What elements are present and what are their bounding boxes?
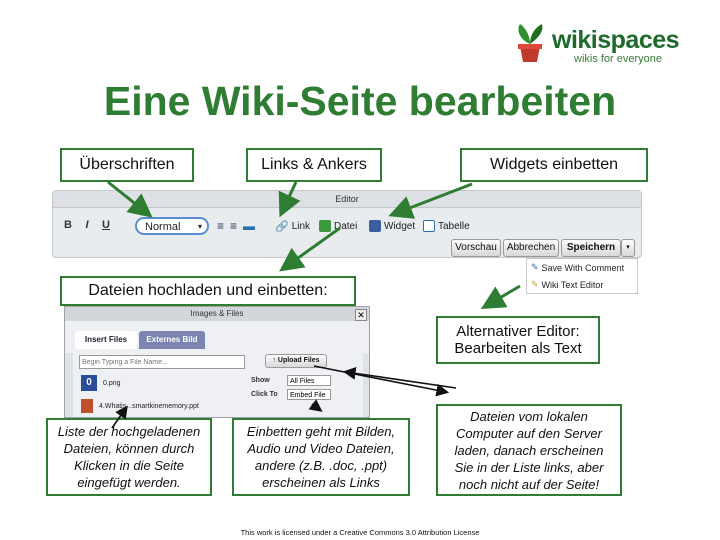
file-name: 0.png bbox=[103, 379, 121, 387]
arrow-note-upload-1 bbox=[342, 367, 457, 389]
format-select[interactable]: Normal ▾ bbox=[135, 217, 209, 235]
save-menu-toggle[interactable]: ▾ bbox=[621, 239, 635, 257]
numbered-list-icon[interactable]: ≡ bbox=[230, 219, 238, 233]
arrow-widgets bbox=[388, 182, 473, 219]
arrow-files bbox=[279, 226, 341, 272]
list-item[interactable]: 4.Whatis...smartkinememory.ppt bbox=[81, 399, 199, 413]
underline-button[interactable]: U bbox=[102, 219, 110, 231]
tab-external-image[interactable]: Externes Bild bbox=[139, 331, 205, 349]
arrow-links bbox=[278, 181, 301, 218]
chevron-down-icon: ▾ bbox=[197, 222, 202, 231]
file-list: 0 0.png 4.Whatis...smartkinememory.ppt bbox=[79, 371, 239, 415]
format-select-value: Normal bbox=[145, 221, 181, 233]
note-upload: Dateien vom lokalen Computer auf den Ser… bbox=[436, 404, 622, 496]
text-editor-icon: ✎ bbox=[531, 279, 539, 289]
editor-toolbar: Editor B I U Normal ▾ ≡ ≡ ▬ 🔗 Link Datei… bbox=[52, 190, 642, 258]
preview-button[interactable]: Vorschau bbox=[451, 239, 501, 257]
save-dropdown-menu: ✎ Save With Comment ✎ Wiki Text Editor bbox=[526, 258, 638, 294]
show-label: Show bbox=[251, 377, 270, 384]
show-select[interactable]: All Files bbox=[287, 375, 331, 386]
table-button-label: Tabelle bbox=[438, 220, 470, 232]
tv-widget-icon bbox=[369, 220, 381, 232]
wikispaces-logo bbox=[512, 20, 702, 68]
bold-button[interactable]: B bbox=[64, 219, 72, 231]
widget-button[interactable]: Widget bbox=[369, 220, 415, 232]
save-with-comment-label: Save With Comment bbox=[541, 262, 625, 273]
table-button[interactable]: Tabelle bbox=[423, 220, 470, 232]
close-icon[interactable]: ✕ bbox=[355, 309, 367, 321]
file-name: 4.Whatis...smartkinememory.ppt bbox=[99, 402, 199, 410]
wiki-text-editor-item[interactable]: ✎ Wiki Text Editor bbox=[531, 279, 603, 290]
link-button-label: Link bbox=[291, 221, 311, 232]
table-icon bbox=[423, 220, 435, 232]
paperclip-link-icon: 🔗 bbox=[275, 221, 289, 233]
save-button[interactable]: Speichern bbox=[561, 239, 621, 257]
comment-icon: ✎ bbox=[531, 262, 539, 272]
arrow-note-embed bbox=[308, 399, 323, 412]
callout-files: Dateien hochladen und einbetten: bbox=[60, 276, 356, 306]
powerpoint-file-icon bbox=[81, 399, 93, 413]
image-file-icon bbox=[319, 220, 331, 232]
editor-title: Editor bbox=[53, 191, 641, 208]
callout-alt-editor: Alternativer Editor: Bearbeiten als Text bbox=[436, 316, 600, 364]
note-embed: Einbetten geht mit Bilden, Audio und Vid… bbox=[232, 418, 410, 496]
licence-footer: This work is licensed under a Creative C… bbox=[240, 528, 480, 537]
horizontal-rule-icon[interactable]: ▬ bbox=[243, 219, 256, 233]
italic-button[interactable]: I bbox=[85, 219, 89, 231]
callout-widgets: Widgets einbetten bbox=[460, 148, 648, 182]
logo-wordmark: wikispaces bbox=[552, 26, 680, 54]
logo-tagline: wikis for everyone bbox=[574, 53, 663, 65]
list-item[interactable]: 0 0.png bbox=[81, 375, 121, 391]
upload-arrow-icon: ↑ bbox=[272, 357, 278, 364]
note-file-list: Liste der hochgeladenen Dateien, können … bbox=[46, 418, 212, 496]
arrow-headings bbox=[107, 180, 153, 218]
image-thumbnail-icon: 0 bbox=[81, 375, 97, 391]
click-to-label: Click To bbox=[251, 391, 278, 398]
upload-files-button[interactable]: ↑ Upload Files bbox=[265, 354, 327, 368]
file-button[interactable]: Datei bbox=[319, 220, 357, 232]
tab-insert-files[interactable]: Insert Files bbox=[75, 331, 137, 349]
wiki-text-editor-label: Wiki Text Editor bbox=[541, 279, 604, 290]
save-with-comment-item[interactable]: ✎ Save With Comment bbox=[531, 262, 624, 273]
dialog-title: Images & Files bbox=[65, 307, 369, 321]
page-title: Eine Wiki-Seite bearbeiten bbox=[103, 78, 617, 124]
callout-headings: Überschriften bbox=[60, 148, 194, 182]
click-to-select-value: Embed File bbox=[290, 392, 326, 399]
callout-links: Links & Ankers bbox=[246, 148, 382, 182]
arrow-alt-editor bbox=[480, 284, 521, 310]
arrow-note-upload-2 bbox=[313, 365, 450, 397]
link-button[interactable]: 🔗 Link bbox=[275, 220, 310, 233]
file-search-input[interactable] bbox=[79, 355, 245, 369]
show-select-value: All Files bbox=[290, 378, 315, 385]
arrow-note-list bbox=[111, 405, 128, 429]
cancel-button[interactable]: Abbrechen bbox=[503, 239, 559, 257]
bullet-list-icon[interactable]: ≡ bbox=[217, 219, 225, 233]
widget-button-label: Widget bbox=[384, 220, 416, 232]
upload-files-label: Upload Files bbox=[277, 357, 320, 364]
file-button-label: Datei bbox=[334, 220, 358, 232]
potted-plant-icon bbox=[518, 24, 543, 62]
